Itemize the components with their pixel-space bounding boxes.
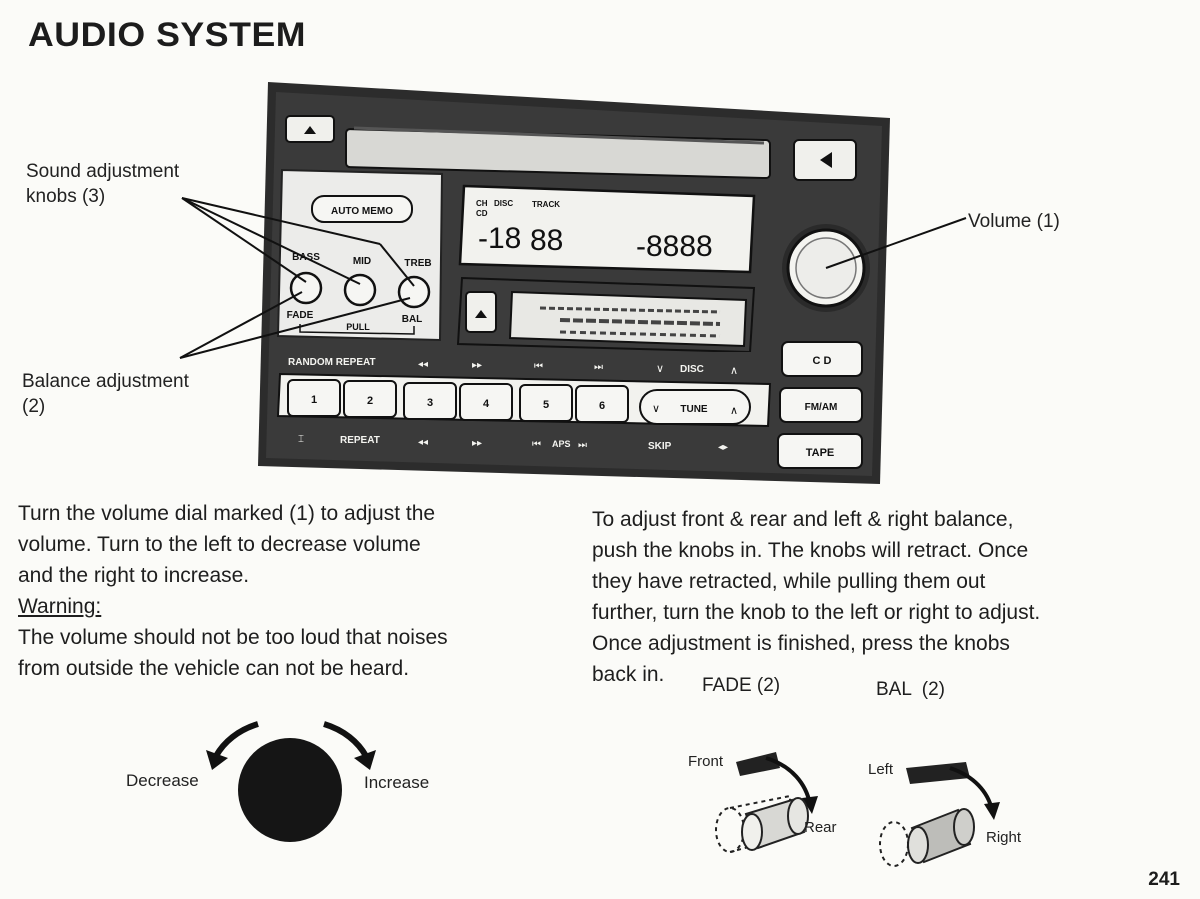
svg-text:∧: ∧: [730, 365, 738, 377]
preset-1-button[interactable]: 1: [287, 379, 341, 417]
mid-knob[interactable]: [343, 273, 377, 307]
svg-text:SKIP: SKIP: [648, 441, 672, 452]
svg-text:▸▸: ▸▸: [472, 360, 482, 371]
svg-text:-8888: -8888: [636, 230, 713, 263]
svg-text:◂▸: ◂▸: [718, 442, 728, 453]
svg-text:◂◂: ◂◂: [418, 359, 428, 370]
rear-label: Rear: [804, 819, 837, 836]
fm-am-button[interactable]: FM/AM: [779, 387, 863, 423]
preset-6-button[interactable]: 6: [575, 385, 629, 423]
svg-text:5: 5: [543, 399, 549, 411]
svg-text:2: 2: [367, 395, 373, 407]
preset-4-button[interactable]: 4: [459, 383, 513, 421]
page-title: AUDIO SYSTEM: [28, 16, 307, 54]
svg-text:⏮: ⏮: [534, 361, 543, 372]
svg-text:REPEAT: REPEAT: [340, 435, 380, 446]
tune-button[interactable]: ∨ TUNE ∧: [639, 389, 751, 425]
svg-text:⏭: ⏭: [578, 440, 587, 451]
svg-text:TAPE: TAPE: [806, 447, 835, 459]
svg-text:4: 4: [483, 398, 490, 410]
tape-button[interactable]: TAPE: [777, 433, 863, 469]
function-strip-top: RANDOM REPEAT ◂◂ ▸▸ ⏮ ⏭ ∨ DISC ∧: [284, 352, 758, 377]
right-label: Right: [986, 829, 1022, 846]
svg-text:∨: ∨: [652, 403, 660, 415]
fade-knob-cylinder: [741, 797, 809, 851]
function-strip-bottom: ⌶ REPEAT ◂◂ ▸▸ ⏮ APS ⏭ SKIP ◂▸: [284, 428, 760, 453]
tape-deck: [456, 276, 756, 354]
bal-label-caption: BAL (2): [876, 679, 945, 700]
lcd-display: CH DISC TRACK CD -18 88 -8888: [458, 184, 756, 274]
svg-text:CH: CH: [476, 199, 488, 208]
warning-heading: Warning:: [18, 595, 102, 618]
bal-knob-cylinder: [907, 808, 975, 864]
mid-label: MID: [353, 256, 371, 267]
radio-illustration: AUTO MEMO BASS MID TREB FADE PULL BAL CH…: [179, 82, 967, 484]
svg-text:3: 3: [427, 397, 433, 409]
preset-5-button[interactable]: 5: [519, 384, 573, 422]
bal-label: BAL: [402, 314, 423, 325]
volume-knob: [238, 738, 342, 842]
svg-text:AUTO MEMO: AUTO MEMO: [331, 206, 393, 217]
svg-text:DISC: DISC: [494, 199, 513, 208]
svg-text:◂◂: ◂◂: [418, 437, 428, 448]
fade-knob-diagram: Front Rear: [688, 752, 837, 853]
cd-eject-button[interactable]: [285, 115, 335, 143]
eject-right-button[interactable]: [793, 139, 857, 181]
left-label: Left: [868, 761, 894, 778]
svg-text:C D: C D: [813, 355, 832, 367]
volume-callout: Volume (1): [968, 211, 1060, 232]
svg-text:TUNE: TUNE: [680, 404, 708, 415]
volume-instructions: Turn the volume dial marked (1) to adjus…: [18, 498, 578, 684]
svg-text:∧: ∧: [730, 405, 738, 417]
svg-text:APS: APS: [552, 439, 571, 449]
svg-text:-18: -18: [478, 222, 521, 255]
decrease-label: Decrease: [126, 771, 199, 790]
svg-text:DISC: DISC: [680, 364, 704, 375]
cd-slot: [345, 126, 771, 180]
bal-knob-diagram: Left Right: [868, 761, 1022, 867]
increase-label: Increase: [364, 773, 429, 792]
preset-2-button[interactable]: 2: [343, 380, 397, 418]
svg-text:⏮: ⏮: [532, 439, 541, 450]
auto-memo-button[interactable]: AUTO MEMO: [311, 195, 413, 223]
svg-text:⌶: ⌶: [298, 434, 304, 445]
treb-bal-knob[interactable]: [397, 275, 431, 309]
balance-callout: Balance adjustment (2): [22, 371, 189, 417]
svg-text:1: 1: [311, 394, 317, 406]
svg-text:TRACK: TRACK: [532, 200, 560, 209]
sound-knobs-callout: Sound adjustment knobs (3): [26, 161, 180, 207]
svg-text:6: 6: [599, 400, 605, 412]
page-number: 241: [1148, 869, 1180, 890]
svg-text:∨: ∨: [656, 363, 664, 375]
cd-button[interactable]: C D: [781, 341, 863, 377]
svg-text:⏭: ⏭: [594, 362, 603, 373]
volume-knob-diagram: Decrease Increase: [126, 721, 429, 842]
front-label: Front: [688, 753, 724, 770]
svg-text:FM/AM: FM/AM: [805, 402, 838, 413]
treb-label: TREB: [404, 258, 431, 269]
svg-text:CD: CD: [476, 209, 488, 218]
balance-instructions: To adjust front & rear and left & right …: [592, 508, 1041, 686]
preset-3-button[interactable]: 3: [403, 382, 457, 420]
svg-text:▸▸: ▸▸: [472, 438, 482, 449]
pull-label: PULL: [346, 322, 370, 332]
fade-label: FADE: [287, 310, 314, 321]
leader-lines: [179, 197, 967, 359]
bass-fade-knob[interactable]: [289, 271, 323, 305]
svg-text:88: 88: [530, 224, 563, 257]
svg-text:RANDOM REPEAT: RANDOM REPEAT: [288, 357, 376, 368]
fade-label-caption: FADE (2): [702, 675, 781, 696]
